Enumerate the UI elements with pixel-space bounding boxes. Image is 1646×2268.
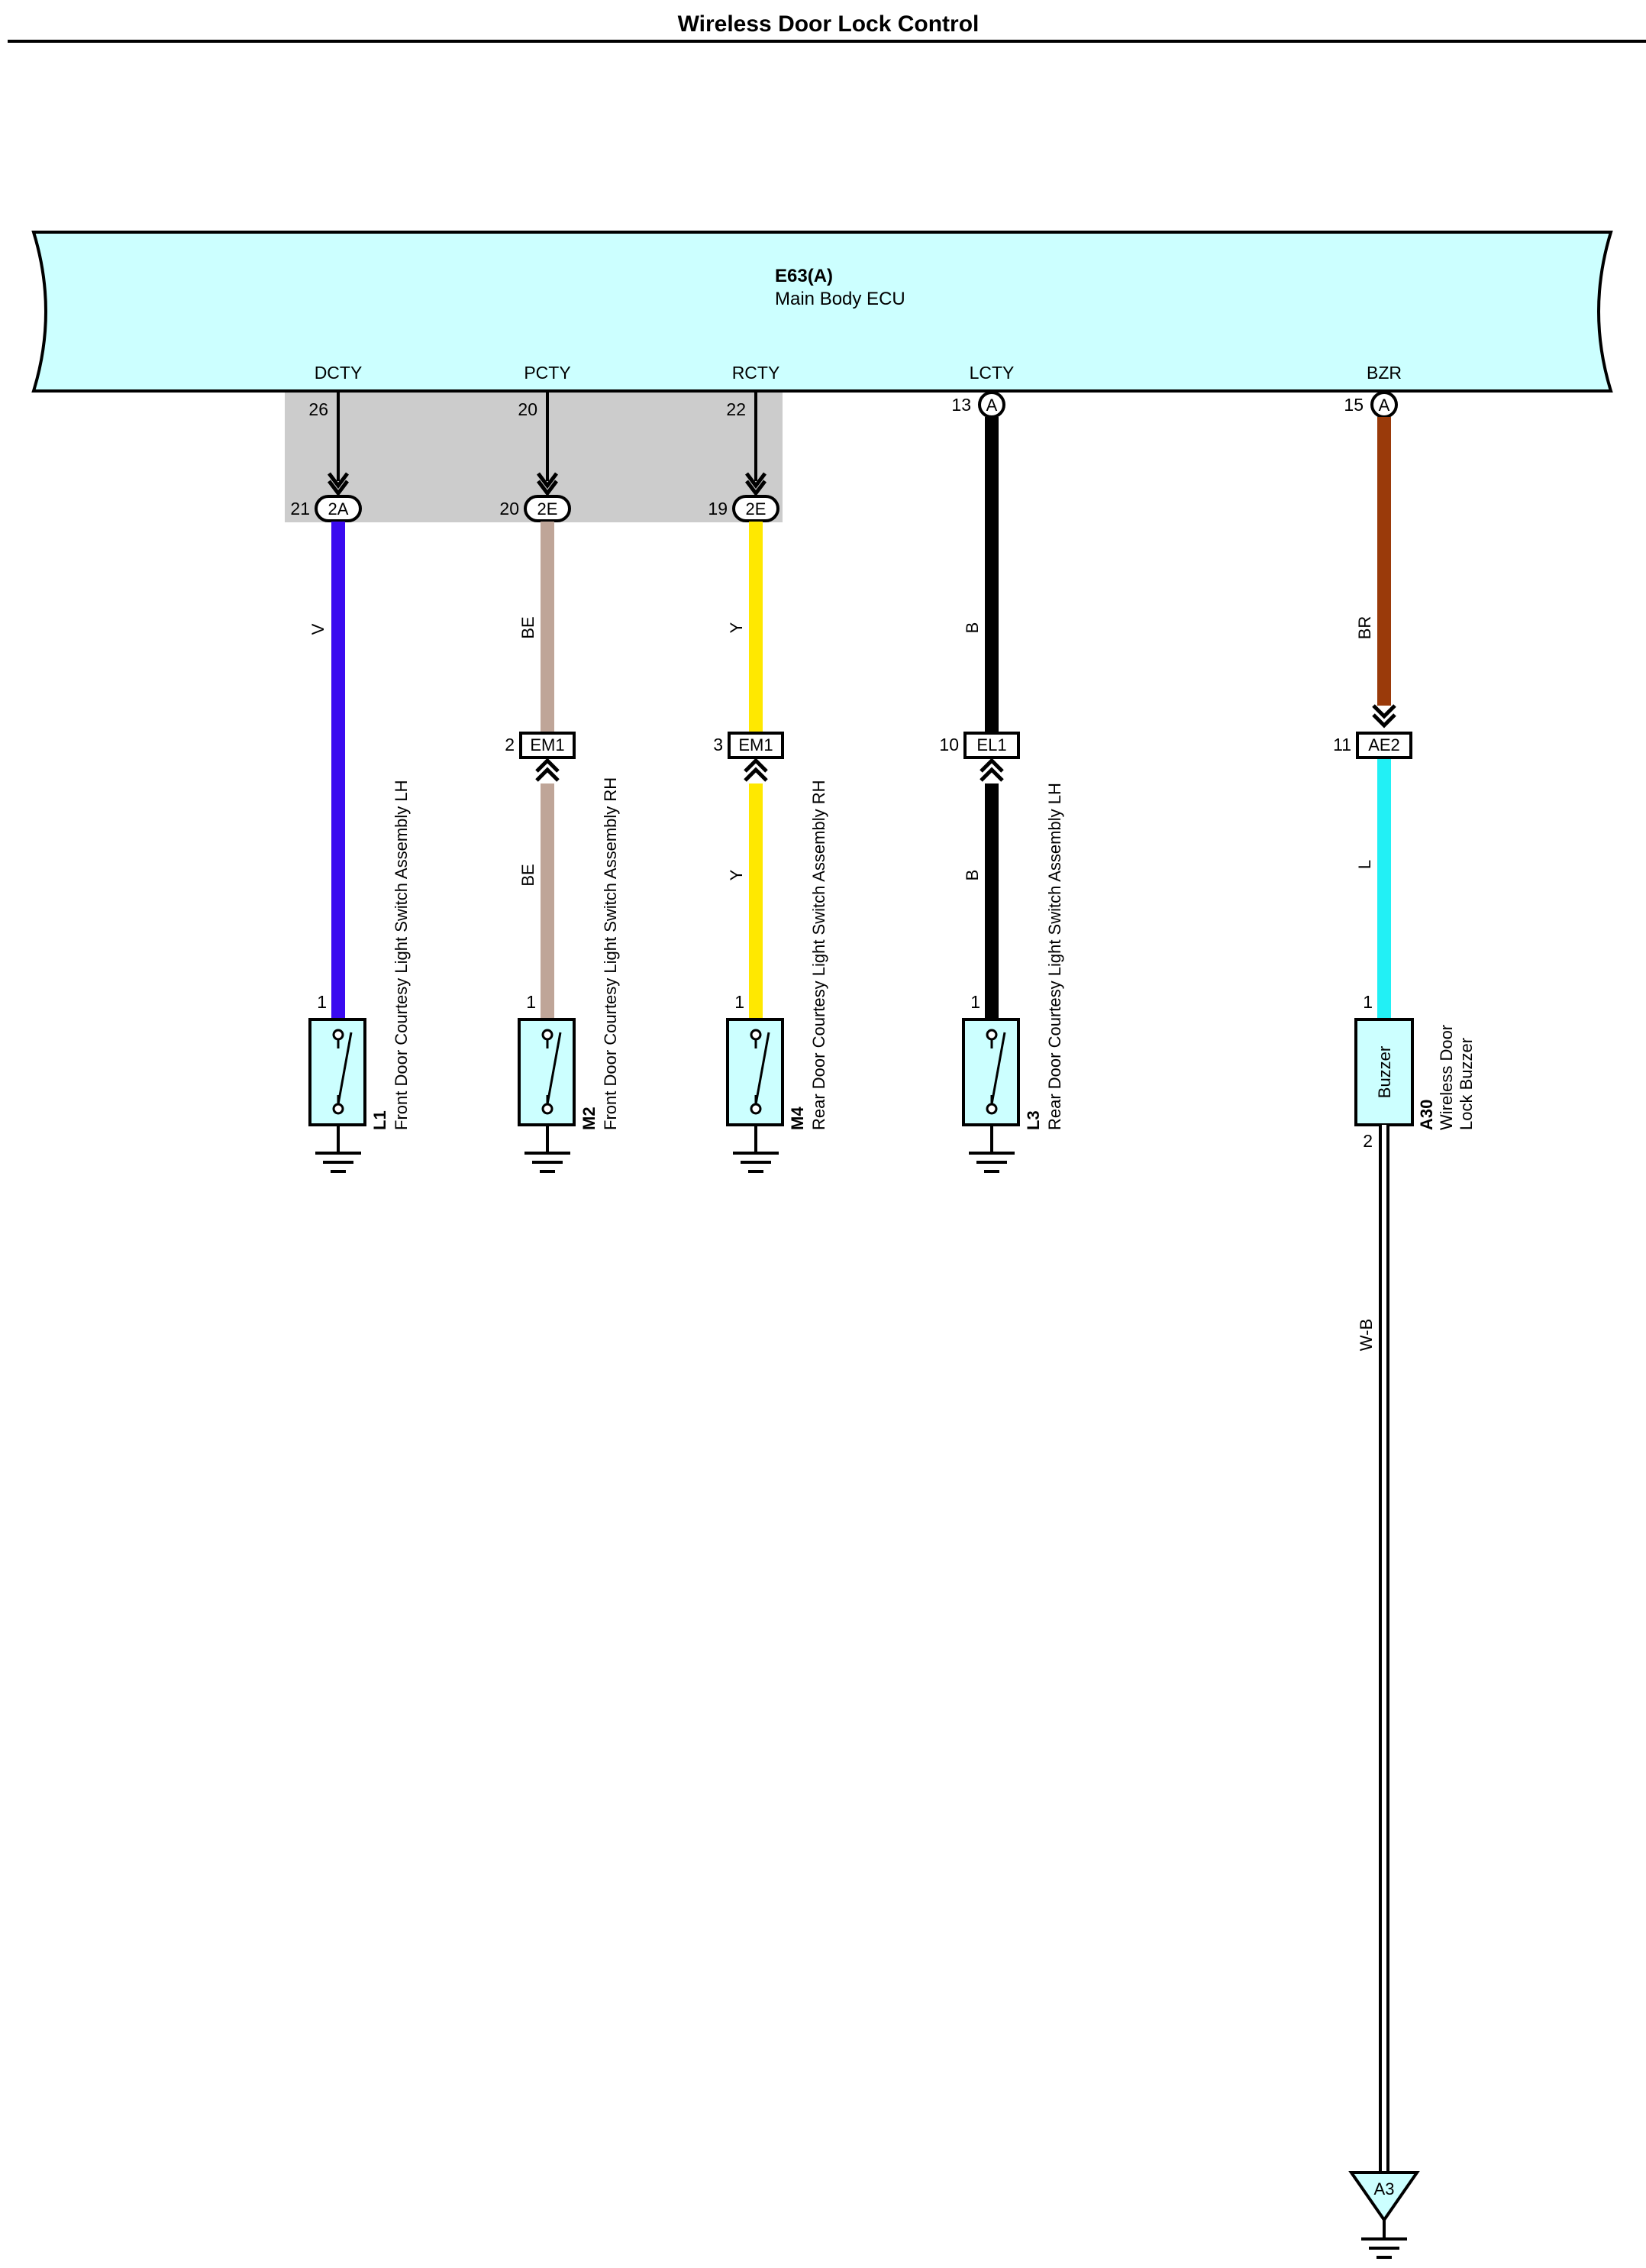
circuit-pcty: 20 2E 20 BE EM1 2 BE 1 M2 Front Door Cou…: [499, 391, 620, 1173]
switch-icon: [541, 1029, 562, 1115]
connector-arrow-icon: [744, 758, 768, 782]
component-name: Rear Door Courtesy Light Switch Assembly…: [809, 780, 828, 1131]
junction-connector-code: 2E: [537, 499, 558, 519]
switch-icon: [986, 1029, 1006, 1115]
connector-arrow-icon: [537, 472, 558, 497]
inline-connector-code: EL1: [976, 735, 1006, 754]
wire-color-label: W-B: [1357, 1319, 1376, 1351]
wire-color-label: B: [963, 870, 982, 881]
connector-arrow-icon: [328, 472, 349, 497]
ecu-name: Main Body ECU: [775, 289, 905, 309]
ecu-terminal-bzr: BZR: [1367, 363, 1402, 383]
junction-pin-number: 20: [499, 499, 519, 519]
inline-connector-pin: 2: [505, 735, 515, 754]
junction-connector: [524, 495, 571, 522]
inline-connector-code: AE2: [1368, 735, 1400, 754]
ecu-body: [31, 231, 1613, 393]
component-code: L1: [370, 1110, 389, 1130]
ground-icon: [1361, 2237, 1407, 2259]
component-name: Lock Buzzer: [1457, 1038, 1476, 1130]
buzzer-body: [1354, 1018, 1414, 1126]
switch-pin-number: 1: [734, 992, 744, 1012]
wire-color-label: B: [963, 622, 982, 634]
buzzer-pin-number: 2: [1363, 1131, 1373, 1151]
ecu-pin-number: 22: [726, 399, 746, 419]
junction-connector-code: 2A: [328, 499, 349, 519]
connector-arrow-icon: [980, 758, 1004, 782]
circuit-dcty: 26 2A 21 V 1 L1 Front Door Courtesy Ligh…: [290, 391, 411, 1173]
component-code: A30: [1417, 1100, 1436, 1130]
component-name: Wireless Door: [1437, 1025, 1456, 1130]
ecu-terminal-lcty: LCTY: [970, 363, 1015, 383]
component-code: M4: [788, 1107, 807, 1130]
switch-icon: [332, 1029, 353, 1115]
connector-arrow-icon: [745, 472, 767, 497]
inline-connector-pin: 10: [939, 735, 959, 754]
component-name: Front Door Courtesy Light Switch Assembl…: [392, 780, 411, 1130]
inline-connector: [963, 732, 1020, 759]
wire-color-label: Y: [727, 622, 746, 633]
switch-icon: [750, 1029, 770, 1115]
inline-connector: [1356, 732, 1412, 759]
component-name: Front Door Courtesy Light Switch Assembl…: [601, 777, 620, 1130]
ground-point-code: A3: [1374, 2179, 1395, 2199]
junction-connector: [732, 495, 779, 522]
ecu-terminal-rcty: RCTY: [732, 363, 780, 383]
switch-pin-number: 1: [970, 992, 980, 1012]
ecu-connector-code: A: [1379, 396, 1390, 415]
ground-icon: [524, 1152, 570, 1173]
junction-connector-code: 2E: [746, 499, 767, 519]
switch-pin-number: 1: [526, 992, 536, 1012]
switch-pin-number: 1: [317, 992, 327, 1012]
junction-pin-number: 21: [290, 499, 310, 519]
ecu-pin-number: 13: [951, 395, 971, 415]
inline-connector: [728, 732, 784, 759]
component-code: L3: [1024, 1110, 1043, 1130]
buzzer-pin-number: 1: [1363, 992, 1373, 1012]
wire-color-label: L: [1355, 860, 1374, 869]
circuit-bzr: 15 A BR AE2 11 L 1 Buzzer 2 A30 Wireless…: [1333, 391, 1476, 2259]
inline-connector-pin: 3: [713, 735, 723, 754]
ecu-connector-code: A: [986, 396, 998, 415]
ecu-pin-number: 26: [308, 399, 328, 419]
wire-color-label: BE: [518, 864, 537, 886]
ground-icon: [315, 1152, 361, 1173]
circuit-rcty: 22 2E 19 Y EM1 3 Y 1 M4 Rear Door Courte…: [708, 391, 828, 1173]
inline-connector: [519, 732, 576, 759]
inline-connector-code: EM1: [738, 735, 773, 754]
wire-color-label: BR: [1355, 616, 1374, 640]
junction-connector: [315, 495, 362, 522]
component-code: M2: [579, 1107, 599, 1130]
buzzer-label: Buzzer: [1375, 1046, 1394, 1098]
ground-point-triangle: [1348, 2171, 1420, 2223]
ecu-id: E63(A): [775, 266, 833, 286]
connector-arrow-icon: [1372, 704, 1396, 729]
component-name: Rear Door Courtesy Light Switch Assembly…: [1045, 783, 1064, 1130]
ecu-terminal-pcty: PCTY: [524, 363, 570, 383]
inline-connector-pin: 11: [1333, 735, 1351, 754]
inline-connector-code: EM1: [530, 735, 564, 754]
wire-color-label: V: [308, 623, 328, 635]
wire-color-label: Y: [727, 869, 746, 880]
connector-arrow-icon: [535, 758, 560, 782]
wire-color-label: BE: [518, 616, 537, 638]
diagram-title: Wireless Door Lock Control: [678, 11, 980, 37]
circuit-lcty: 13 A B EL1 10 B 1 L3 Rear Door Courtesy …: [939, 391, 1064, 1173]
ecu-pin-number: 15: [1344, 395, 1364, 415]
ground-icon: [969, 1152, 1015, 1173]
junction-pin-number: 19: [708, 499, 728, 519]
ecu-terminal-dcty: DCTY: [315, 363, 363, 383]
ecu-pin-number: 20: [518, 399, 537, 419]
ground-icon: [733, 1152, 779, 1173]
